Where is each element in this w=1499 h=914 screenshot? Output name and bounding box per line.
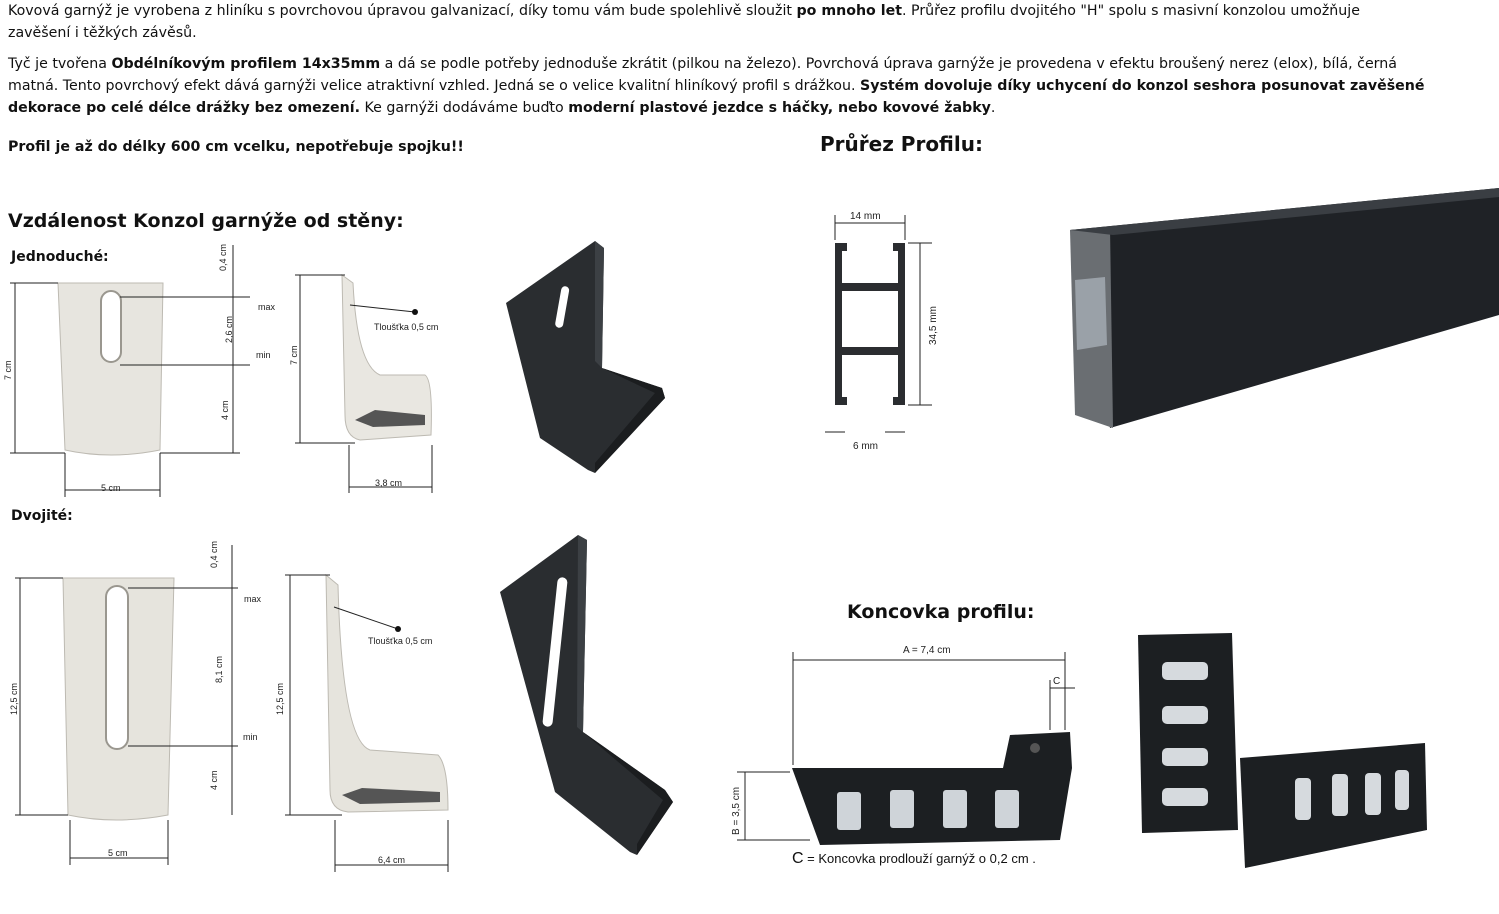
endcap-heading: Koncovka profilu: xyxy=(847,601,1035,623)
double-side-bracket xyxy=(325,573,449,813)
intro-text: a dá se podle potřeby jednoduše zkrátit … xyxy=(8,56,1397,94)
endcap-a-label: A = 7,4 cm xyxy=(903,645,951,656)
double-max-label: max xyxy=(244,594,262,604)
endcap-caption-c: C xyxy=(792,850,804,867)
double-heading: Dvojité: xyxy=(11,508,73,524)
double-bracket-slot xyxy=(105,585,129,750)
intro-paragraph-3: Profil je až do délky 600 cm vcelku, nep… xyxy=(8,139,464,155)
profile-slot-label: 6 mm xyxy=(853,441,878,452)
profile-width-label: 14 mm xyxy=(850,211,881,222)
double-thickness-label: Tloušťka 0,5 cm xyxy=(368,636,432,646)
intro-text: Tyč je tvořena xyxy=(8,56,112,72)
single-bracket-slot xyxy=(100,290,122,363)
endcap-photo xyxy=(1138,633,1427,868)
intro-paragraph-1: Kovová garnýž je vyrobena z hliníku s po… xyxy=(8,0,1408,44)
profile-cross-section: 14 mm 34,5 mm 6 mm xyxy=(825,211,939,452)
double-side-hinge xyxy=(342,788,440,804)
double-side-diagram: 12,5 cm Tloušťka 0,5 cm 6,4 cm xyxy=(275,573,449,872)
profile-rail-image xyxy=(1070,188,1499,428)
double-front-diagram: 12,5 cm 0,4 cm 8,1 cm 4 cm max min 5 cm xyxy=(9,541,262,865)
endcap-photo-front xyxy=(1138,633,1238,833)
single-heading: Jednoduché: xyxy=(11,249,109,265)
single-side-bracket xyxy=(341,274,432,441)
rail-body xyxy=(1070,188,1499,428)
double-range-label: 8,1 cm xyxy=(214,656,224,683)
double-top-label: 0,4 cm xyxy=(209,541,219,568)
intro-bold: moderní plastové jezdce s háčky, nebo ko… xyxy=(568,100,991,116)
brackets-heading: Vzdálenost Konzol garnýže od stěny: xyxy=(8,210,404,232)
endcap-diagram: A = 7,4 cm C B = 3,5 cm xyxy=(731,645,1075,845)
double-bottom-label: 4 cm xyxy=(209,770,219,790)
intro-bold: po mnoho let xyxy=(796,3,903,19)
intro-bold: Obdélníkovým profilem 14x35mm xyxy=(111,56,381,72)
double-min-label: min xyxy=(243,732,258,742)
single-depth-label: 3,8 cm xyxy=(375,478,402,488)
single-black-bracket-image xyxy=(506,241,665,473)
endcap-c-label: C xyxy=(1053,676,1060,687)
single-min-label: min xyxy=(256,350,271,360)
double-side-height-label: 12,5 cm xyxy=(275,683,285,715)
intro-text: . Průřez profilu dvojitého "H" spolu s m… xyxy=(8,3,1360,41)
double-height-label: 12,5 cm xyxy=(9,683,19,715)
intro-paragraph-2: Tyč je tvořena Obdélníkovým profilem 14x… xyxy=(8,53,1428,119)
single-height-label: 7 cm xyxy=(3,360,13,380)
single-bottom-label: 4 cm xyxy=(220,400,230,420)
single-max-label: max xyxy=(258,302,276,312)
single-thickness-label: Tloušťka 0,5 cm xyxy=(374,322,438,332)
single-side-height-label: 7 cm xyxy=(289,345,299,365)
double-black-bracket-image xyxy=(500,535,673,855)
intro-text: . xyxy=(990,100,996,116)
endcap-body xyxy=(792,732,1072,845)
intro-text: Kovová garnýž je vyrobena z hliníku s po… xyxy=(8,3,797,19)
single-side-hinge xyxy=(355,410,425,427)
profile-heading: Průřez Profilu: xyxy=(820,132,983,156)
double-depth-label: 6,4 cm xyxy=(378,855,405,865)
single-side-diagram: 7 cm Tloušťka 0,5 cm 3,8 cm xyxy=(289,274,438,493)
single-front-diagram: 7 cm 0,4 cm 2,6 cm 4 cm max min 5 cm xyxy=(3,244,276,497)
single-width-label: 5 cm xyxy=(101,483,121,493)
single-top-label: 0,4 cm xyxy=(218,244,228,271)
single-range-label: 2,6 cm xyxy=(224,316,234,343)
endcap-caption: C = Koncovka prodlouží garnýž o 0,2 cm . xyxy=(792,850,1036,868)
intro-bold: Systém dovoluje díky uchycení do konzol … xyxy=(8,78,1425,116)
endcap-caption-text: = Koncovka prodlouží garnýž o 0,2 cm . xyxy=(803,851,1036,866)
profile-height-label: 34,5 mm xyxy=(928,306,939,345)
intro-text: Ke garnýži dodáváme buďto xyxy=(360,100,569,116)
endcap-b-label: B = 3,5 cm xyxy=(731,787,742,835)
double-width-label: 5 cm xyxy=(108,848,128,858)
single-bracket-plate xyxy=(57,282,164,456)
